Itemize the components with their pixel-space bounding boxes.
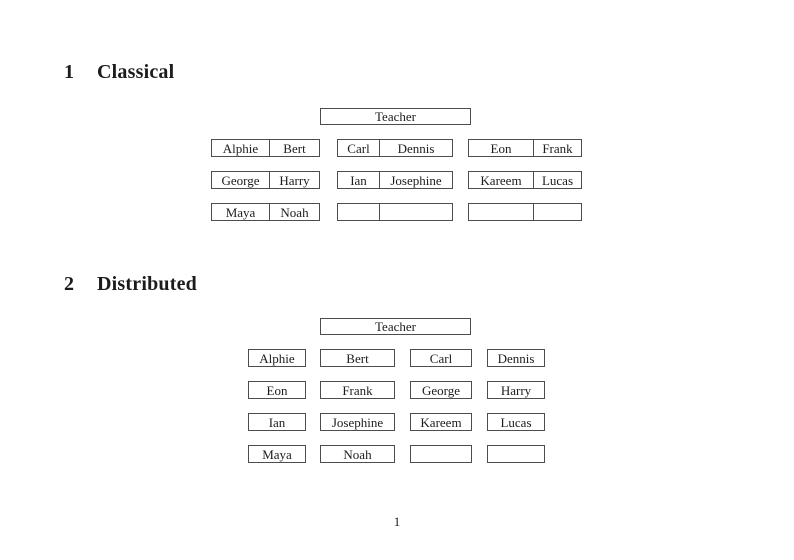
desk-box: Carl Dennis <box>337 139 453 157</box>
seat-box: Bert <box>320 349 395 367</box>
seat-cell: Frank <box>533 140 581 156</box>
seat-box: George <box>410 381 472 399</box>
seat-box: Ian <box>248 413 306 431</box>
seat-box-empty <box>410 445 472 463</box>
desk-box-empty <box>468 203 582 221</box>
seat-box: Alphie <box>248 349 306 367</box>
desk-box: Kareem Lucas <box>468 171 582 189</box>
section-heading-classical: 1 Classical <box>64 61 174 84</box>
section-number: 2 <box>64 273 75 295</box>
seat-box: Carl <box>410 349 472 367</box>
seat-cell: Dennis <box>379 140 452 156</box>
seat-cell: Josephine <box>379 172 452 188</box>
seat-cell: Maya <box>225 204 256 220</box>
seat-cell: Noah <box>269 204 319 220</box>
seat-cell: Harry <box>269 172 319 188</box>
seat-cell-empty <box>469 204 533 220</box>
seat-cell: Kareem <box>480 172 522 188</box>
teacher-box: Teacher <box>320 108 471 125</box>
section-number: 1 <box>64 61 75 83</box>
desk-box: Ian Josephine <box>337 171 453 189</box>
seat-cell-empty <box>533 204 581 220</box>
seat-box: Eon <box>248 381 306 399</box>
seat-cell-empty <box>338 204 379 220</box>
section-heading-distributed: 2 Distributed <box>64 273 197 296</box>
seat-box: Lucas <box>487 413 545 431</box>
page-number: 1 <box>393 514 401 529</box>
seat-cell: Lucas <box>533 172 581 188</box>
seat-box: Josephine <box>320 413 395 431</box>
seat-cell: Alphie <box>222 140 259 156</box>
desk-box: Eon Frank <box>468 139 582 157</box>
desk-box: George Harry <box>211 171 320 189</box>
seat-cell-empty <box>379 204 452 220</box>
seat-box: Dennis <box>487 349 545 367</box>
seat-cell: Carl <box>347 140 370 156</box>
seat-cell: George <box>221 172 260 188</box>
desk-box: Maya Noah <box>211 203 320 221</box>
seat-box-empty <box>487 445 545 463</box>
seat-cell: Eon <box>490 140 512 156</box>
desk-box: Alphie Bert <box>211 139 320 157</box>
desk-box-empty <box>337 203 453 221</box>
seat-box: Harry <box>487 381 545 399</box>
teacher-box: Teacher <box>320 318 471 335</box>
seat-box: Noah <box>320 445 395 463</box>
section-title: Distributed <box>97 273 197 295</box>
section-title: Classical <box>97 61 175 83</box>
seat-box: Maya <box>248 445 306 463</box>
seat-box: Kareem <box>410 413 472 431</box>
seat-box: Frank <box>320 381 395 399</box>
seat-cell: Ian <box>350 172 367 188</box>
seat-cell: Bert <box>269 140 319 156</box>
